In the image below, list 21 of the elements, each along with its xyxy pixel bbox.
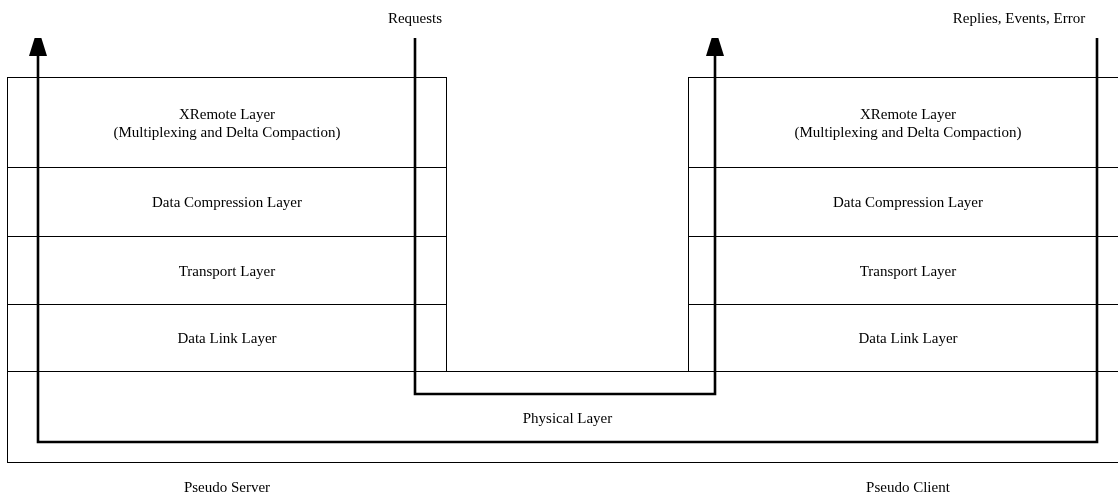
layer-box [688, 77, 1118, 168]
layer-name: Data Link Layer [858, 329, 958, 347]
layer-box [7, 167, 447, 237]
stack-caption: Pseudo Server [182, 478, 272, 496]
flow-label: Replies, Events, Error [920, 4, 1118, 32]
layer-box [7, 371, 1118, 463]
layer-box [7, 236, 447, 305]
layer-name: XRemote Layer [178, 104, 276, 123]
layer-name: Data Compression Layer [152, 193, 302, 211]
layer-name: Data Link Layer [177, 329, 277, 347]
layer-name: Transport Layer [859, 261, 957, 280]
layer-name: Physical Layer [521, 409, 614, 427]
layer-name: XRemote Layer [859, 104, 957, 123]
flow-label: Requests [365, 4, 465, 32]
layer-name: (Multiplexing and Delta Compaction) [113, 122, 341, 141]
layer-name: (Multiplexing and Delta Compaction) [794, 122, 1022, 141]
layer-box [7, 304, 447, 372]
stack-caption: Pseudo Client [865, 478, 951, 496]
layer-box [7, 77, 447, 168]
layer-name: Transport Layer [178, 261, 276, 280]
layer-name: Data Compression Layer [833, 193, 983, 211]
